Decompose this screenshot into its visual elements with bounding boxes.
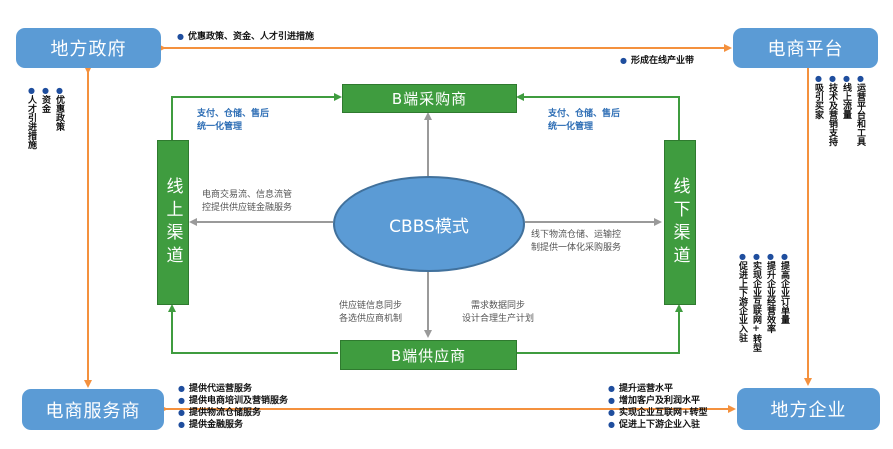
arrow-supplier-to-offline <box>517 304 683 354</box>
node-label: B端采购商 <box>391 90 468 108</box>
list-platform-to-gov: 形成在线产业带 <box>620 55 694 67</box>
node-label: 电商平台 <box>767 39 844 60</box>
list-enterprise-to-platform: 提高企业订单量 提升企业经营效率 实现企业互联网+转型 促进上下游企业入驻 <box>736 252 790 352</box>
list-enterprise-to-service: 提升运营水平 增加客户及利润水平 实现企业互联网+转型 促进上下游企业入驻 <box>608 383 708 431</box>
node-ecommerce-service[interactable]: 电商服务商 <box>22 389 164 430</box>
note-offline-center: 线下物流仓储、运输控制提供一体化采购服务 <box>531 230 622 253</box>
note-online-purchaser: 支付、仓储、售后统一化管理 <box>197 109 270 132</box>
node-offline-channel[interactable]: 线下渠道 <box>664 140 696 305</box>
arrow-offline-to-purchaser <box>516 93 680 140</box>
list-gov-to-platform: 优惠政策、资金、人才引进措施 <box>177 31 314 43</box>
note-online-center: 电商交易流、信息流管控提供供应链金融服务 <box>202 190 293 213</box>
note-offline-purchaser: 支付、仓储、售后统一化管理 <box>548 109 621 132</box>
list-gov-to-service: 优惠政策 资金 人才引进措施 <box>25 86 65 149</box>
list-service-to-enterprise: 提供代运营服务 提供电商培训及营销服务 提供物流仓储服务 提供金融服务 <box>178 383 288 431</box>
node-label: 线上渠道 <box>162 176 183 269</box>
node-b-supplier[interactable]: B端供应商 <box>340 340 517 370</box>
note-supplier-left: 供应链信息同步各选供应商机制 <box>339 301 403 324</box>
node-label: 线下渠道 <box>669 176 690 269</box>
node-label: 电商服务商 <box>45 400 141 422</box>
arrow-online-to-purchaser <box>171 93 342 140</box>
node-cbbs-model[interactable]: CBBS模式 <box>333 176 525 272</box>
note-supplier-right: 需求数据同步设计合理生产计划 <box>462 301 535 324</box>
node-local-government[interactable]: 地方政府 <box>16 28 161 68</box>
list-platform-to-enterprise: 运营平台和工具 线上流量 技术及营销支持 吸引买家 <box>812 74 866 146</box>
node-b-purchaser[interactable]: B端采购商 <box>342 84 517 113</box>
node-label: 地方政府 <box>50 39 127 60</box>
node-label: B端供应商 <box>390 346 467 365</box>
node-label: 地方企业 <box>770 400 847 421</box>
arrow-supplier-to-online <box>168 304 338 354</box>
node-local-enterprise[interactable]: 地方企业 <box>737 388 880 430</box>
node-label: CBBS模式 <box>389 216 469 237</box>
node-online-channel[interactable]: 线上渠道 <box>157 140 189 305</box>
node-ecommerce-platform[interactable]: 电商平台 <box>733 28 878 68</box>
